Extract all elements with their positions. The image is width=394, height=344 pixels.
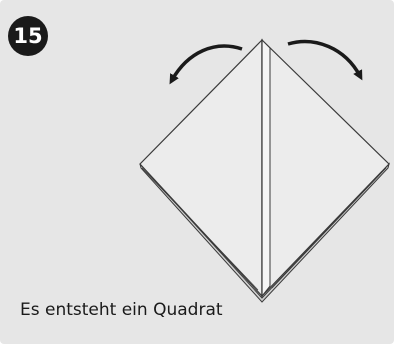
caption-text: Es entsteht ein Quadrat: [20, 300, 223, 320]
left-lower-edge: [141, 167, 259, 291]
center-strip: [261, 38, 271, 298]
curved-arrow-left-icon: [169, 44, 243, 85]
step-badge: 15: [8, 16, 48, 56]
right-flap: [261, 38, 390, 298]
right-lower-edge: [271, 167, 387, 289]
left-flap: [139, 38, 263, 298]
curved-arrow-right-icon: [287, 39, 363, 81]
paper-bottom-layer: [139, 162, 390, 303]
step-number: 15: [13, 24, 43, 48]
